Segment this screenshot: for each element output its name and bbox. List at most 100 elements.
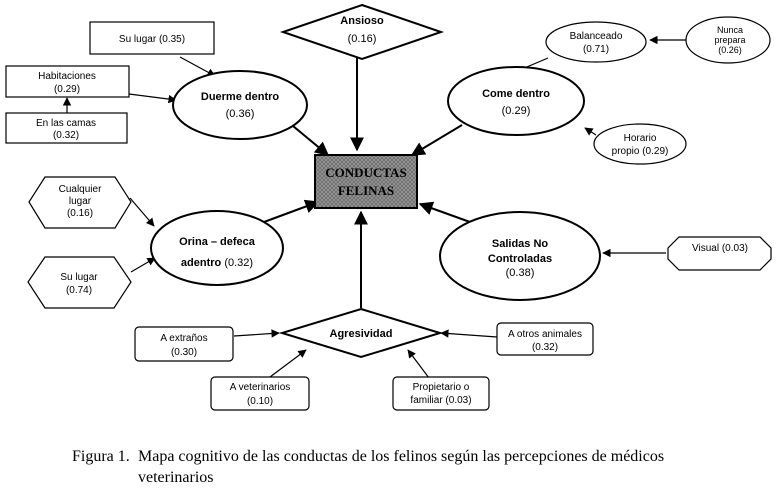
node-ansioso: Ansioso (0.16) xyxy=(279,3,445,61)
node-agresividad: Agresividad xyxy=(278,307,444,359)
horario-line1: Horario xyxy=(624,133,657,144)
salidas-line2: Controladas xyxy=(488,253,552,265)
node-salidas-no-controladas: Salidas No Controladas (0.38) xyxy=(439,211,601,301)
orina-line2-value: (0.32) xyxy=(224,257,253,269)
camas-label: En las camas xyxy=(36,118,96,129)
visual-octagon xyxy=(667,236,772,271)
center-node: CONDUCTAS FELINAS xyxy=(314,154,418,209)
caption-line1: Mapa cognitivo de las conductas de los f… xyxy=(138,448,665,465)
habitaciones-value: (0.29) xyxy=(54,84,80,95)
habitaciones-label: Habitaciones xyxy=(38,71,96,82)
sulugar-orina-label: Su lugar xyxy=(60,272,98,283)
otros-box xyxy=(496,322,594,356)
veterinarios-value: (0.10) xyxy=(247,396,273,407)
horario-ellipse xyxy=(593,123,687,165)
edge-otros-agresividad xyxy=(440,329,498,338)
figure-caption: Figura 1. Mapa cognitivo de las conductas… xyxy=(72,446,752,488)
cualquier-value: (0.16) xyxy=(67,208,93,219)
edge-cualquier-orina xyxy=(129,197,155,227)
balanceado-label: Balanceado xyxy=(570,31,623,42)
propietario-label: Propietario o xyxy=(413,382,470,393)
nunca-line1: Nunca xyxy=(717,25,743,35)
cualquier-line2: lugar xyxy=(69,196,92,207)
cualquier-hexagon xyxy=(28,176,132,229)
edge-salidas-center xyxy=(418,201,471,223)
horario-line2: propio (0.29) xyxy=(612,146,669,157)
node-a-extranos: A extraños (0.30) xyxy=(134,326,234,362)
sulugar-duerme-box xyxy=(89,21,215,55)
orina-line2: adentro (0.32) xyxy=(181,257,253,269)
node-su-lugar-orina: Su lugar (0.74) xyxy=(27,256,132,309)
edge-horario-come xyxy=(584,127,597,136)
otros-value: (0.32) xyxy=(532,342,558,353)
edge-propietario-agresividad xyxy=(407,349,430,379)
salidas-ellipse xyxy=(439,211,601,301)
orina-line2-bold: adentro xyxy=(181,257,222,269)
visual-text: Visual (0.03) xyxy=(692,243,748,254)
node-nunca-prepara: Nunca prepara (0.26) xyxy=(685,16,771,64)
ansioso-diamond xyxy=(279,3,445,61)
agresividad-label: Agresividad xyxy=(330,328,393,340)
nunca-line2: prepara xyxy=(714,35,745,45)
duerme-ellipse xyxy=(172,70,308,140)
camas-value: (0.32) xyxy=(53,130,79,141)
orina-ellipse xyxy=(150,210,284,286)
edge-sulugar-orina xyxy=(130,257,156,273)
node-habitaciones: Habitaciones (0.29) xyxy=(5,65,130,98)
node-balanceado: Balanceado (0.71) xyxy=(545,21,647,63)
come-value: (0.29) xyxy=(502,105,531,117)
center-box xyxy=(314,154,418,209)
node-su-lugar-duerme: Su lugar (0.35) xyxy=(89,21,215,55)
node-cualquier-lugar: Cualquier lugar (0.16) xyxy=(28,176,132,229)
node-en-las-camas: En las camas (0.32) xyxy=(5,112,128,144)
salidas-line1: Salidas No xyxy=(492,238,549,250)
extranos-value: (0.30) xyxy=(171,347,197,358)
edge-veterinarios-agresividad xyxy=(269,349,307,378)
come-ellipse xyxy=(447,66,585,136)
center-line1: CONDUCTAS xyxy=(325,165,406,180)
duerme-value: (0.36) xyxy=(226,108,255,120)
otros-label: A otros animales xyxy=(508,329,582,340)
caption-line2: veterinarios xyxy=(138,469,214,486)
agresividad-diamond xyxy=(278,307,444,359)
cualquier-line1: Cualquier xyxy=(59,184,102,195)
node-visual: Visual (0.03) xyxy=(667,236,772,271)
propietario-box xyxy=(392,376,490,411)
center-line2: FELINAS xyxy=(338,183,394,198)
edge-duerme-center xyxy=(292,125,330,156)
ansioso-value: (0.16) xyxy=(348,33,377,45)
sulugar-orina-hexagon xyxy=(27,256,132,309)
balanceado-value: (0.71) xyxy=(583,44,609,55)
duerme-label: Duerme dentro xyxy=(201,91,280,103)
camas-box xyxy=(5,112,128,144)
caption-line1-row: Figura 1. Mapa cognitivo de las conductas… xyxy=(72,446,752,467)
extranos-box xyxy=(134,326,234,362)
edge-come-center xyxy=(410,124,463,156)
extranos-label: A extraños xyxy=(160,333,207,344)
come-label: Come dentro xyxy=(482,88,550,100)
node-a-veterinarios: A veterinarios (0.10) xyxy=(210,376,310,411)
veterinarios-label: A veterinarios xyxy=(230,382,291,393)
salidas-value: (0.38) xyxy=(506,267,535,279)
caption-number: Figura 1. xyxy=(72,448,130,465)
minor-connectors xyxy=(62,35,686,379)
orina-line1: Orina – defeca xyxy=(179,236,256,248)
edge-habitaciones-duerme xyxy=(128,93,177,104)
connectors xyxy=(263,58,471,308)
node-duerme-dentro: Duerme dentro (0.36) xyxy=(172,70,308,140)
node-come-dentro: Come dentro (0.29) xyxy=(447,66,585,136)
node-orina-defeca: Orina – defeca adentro (0.32) xyxy=(150,210,284,286)
balanceado-ellipse xyxy=(545,21,647,63)
nunca-value: (0.26) xyxy=(718,45,742,55)
sulugar-duerme-text: Su lugar (0.35) xyxy=(119,34,185,45)
node-horario-propio: Horario propio (0.29) xyxy=(593,123,687,165)
edge-extranos-agresividad xyxy=(233,329,280,338)
edge-sulugar-duerme xyxy=(179,56,216,77)
propietario-value: familiar (0.03) xyxy=(410,395,471,406)
veterinarios-box xyxy=(210,376,310,411)
edge-orina-center xyxy=(263,199,320,223)
node-a-otros-animales: A otros animales (0.32) xyxy=(496,322,594,356)
sulugar-orina-value: (0.74) xyxy=(66,285,92,296)
